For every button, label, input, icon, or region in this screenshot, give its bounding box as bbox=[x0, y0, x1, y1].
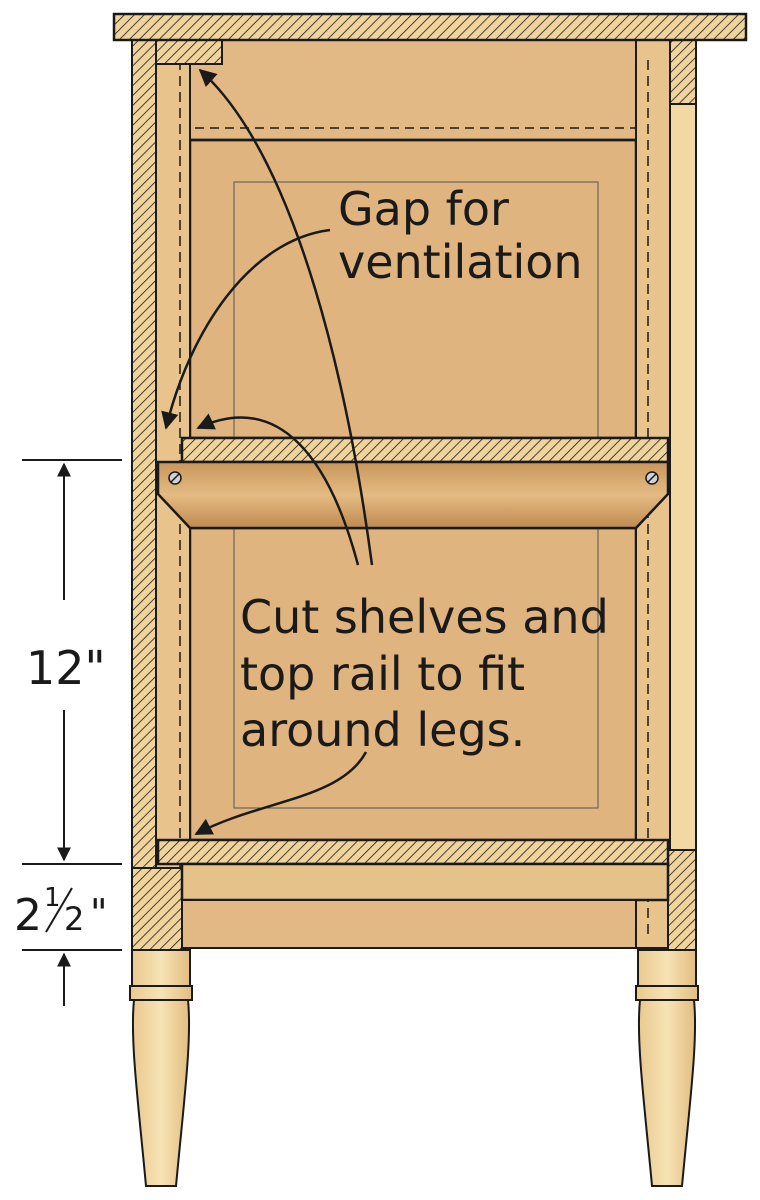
gap-label-line1: Gap for bbox=[338, 182, 509, 236]
bottom-shelf bbox=[156, 838, 670, 866]
cut-label-line3: around legs. bbox=[240, 703, 525, 757]
right-leg-side bbox=[669, 103, 697, 851]
cut-label-line2: top rail to fit bbox=[240, 647, 525, 701]
rail-screw-left-slot bbox=[170, 473, 180, 483]
left-leg-lower-section bbox=[131, 867, 183, 951]
middle-shelf-arrow bbox=[196, 413, 360, 566]
gap-label-line2: ventilation bbox=[338, 235, 583, 289]
leader-arrows bbox=[161, 68, 374, 836]
right-leg-lower-section bbox=[667, 849, 697, 951]
bottom-shelf-arrow bbox=[194, 751, 368, 836]
front-rail bbox=[156, 460, 670, 530]
corner-block-arrow bbox=[198, 68, 374, 566]
tabletop bbox=[112, 12, 748, 42]
left-leg-section bbox=[131, 37, 157, 951]
bottom-kick bbox=[181, 899, 637, 949]
cut-label-line1: Cut shelves and bbox=[240, 590, 609, 644]
svg-text:1: 1 bbox=[44, 883, 61, 913]
dimension-marks bbox=[22, 459, 122, 1006]
dim-12-label: 12" bbox=[26, 641, 106, 695]
right-leg-upper bbox=[669, 37, 697, 105]
dim-2half-label: 2 1 2 " bbox=[14, 883, 107, 941]
upper-panel bbox=[188, 138, 638, 440]
ventilation-arrow bbox=[161, 228, 331, 430]
right-leg bbox=[635, 949, 699, 1187]
middle-shelf bbox=[180, 436, 670, 464]
bottom-apron bbox=[180, 862, 670, 902]
top-corner-block bbox=[155, 39, 223, 65]
left-leg bbox=[129, 949, 193, 1187]
svg-text:2: 2 bbox=[14, 890, 42, 941]
rail-screw-right-slot bbox=[647, 473, 657, 483]
svg-text:": " bbox=[90, 891, 107, 935]
svg-text:2: 2 bbox=[64, 900, 84, 938]
